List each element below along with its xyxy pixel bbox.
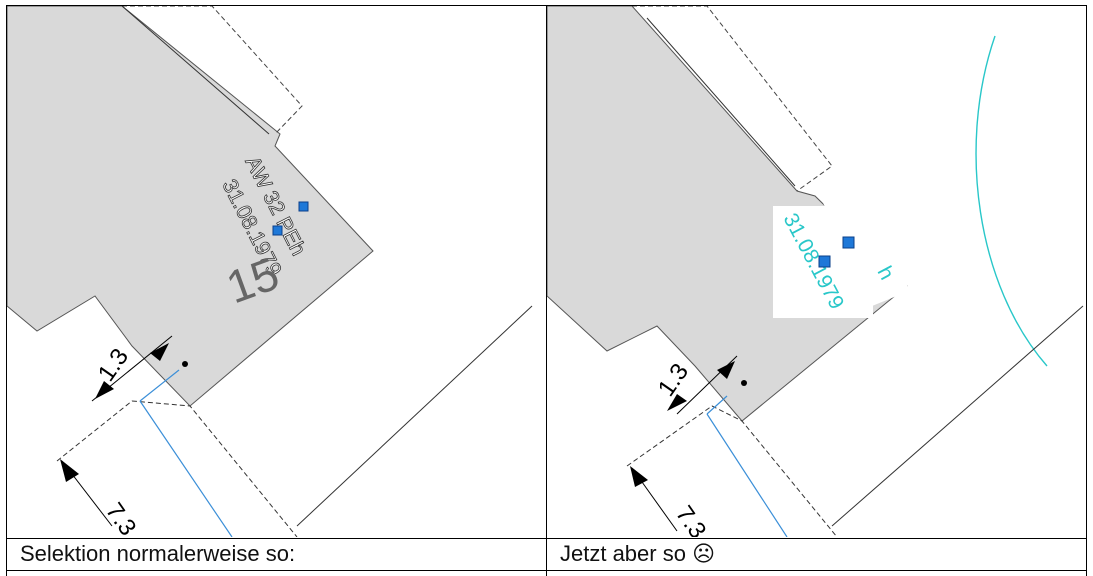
building-edge-line [121, 6, 270, 135]
table-border-right [1086, 5, 1087, 576]
dimension-arrow [95, 381, 114, 399]
blue-short-line [706, 395, 728, 415]
lot-dashed-line [56, 400, 298, 537]
dimension-arrow [630, 466, 648, 487]
table-border-center [546, 5, 547, 576]
grip-handle[interactable] [298, 201, 309, 212]
grip-handle[interactable] [272, 225, 283, 236]
insertion-point [182, 361, 188, 367]
insertion-point [741, 380, 747, 386]
blue-reference-line [706, 413, 788, 537]
blue-short-line [139, 369, 180, 402]
grip-handle[interactable] [842, 236, 855, 249]
cad-drawing-broken-selection: 31.08.1979 h 1.3 7.3 [547, 6, 1084, 537]
dimension-arrow [150, 343, 169, 361]
parcel-line [296, 305, 533, 527]
blue-reference-line [139, 400, 233, 537]
sad-face-icon: ☹ [692, 541, 716, 566]
left-caption: Selektion normalerweise so: [20, 541, 296, 566]
right-caption-cell: Jetzt aber so ☹ [547, 539, 1085, 569]
right-caption: Jetzt aber so ☹ [560, 541, 715, 567]
dimension-value-small: 1.3 [653, 359, 694, 402]
building-edge-line [646, 17, 796, 187]
left-caption-cell: Selektion normalerweise so: [7, 539, 545, 569]
dimension-value-large: 7.3 [100, 498, 141, 537]
lot-dashed-line [626, 405, 838, 537]
grip-handle[interactable] [818, 255, 831, 268]
right-screenshot-cell: 31.08.1979 h 1.3 7.3 [547, 6, 1085, 537]
selection-background-box [815, 186, 909, 306]
dimension-arrow [717, 361, 735, 379]
cad-drawing-normal-selection: AW 32 PEh 31.08.1979 15 1.3 7.3 [7, 6, 533, 537]
right-caption-text: Jetzt aber so [560, 541, 686, 566]
left-screenshot-cell: AW 32 PEh 31.08.1979 15 1.3 7.3 [7, 6, 545, 537]
cyan-curve [975, 35, 1048, 367]
boundary-dashed-line [122, 6, 303, 135]
dimension-arrow [60, 459, 79, 482]
dimension-arrow [667, 394, 687, 411]
building-shape [7, 6, 374, 407]
dimension-value-large: 7.3 [670, 501, 711, 537]
boundary-dashed-line [632, 6, 833, 192]
dimension-value-small: 1.3 [93, 344, 134, 387]
parcel-line [831, 305, 1084, 527]
table-border-left [6, 5, 7, 576]
